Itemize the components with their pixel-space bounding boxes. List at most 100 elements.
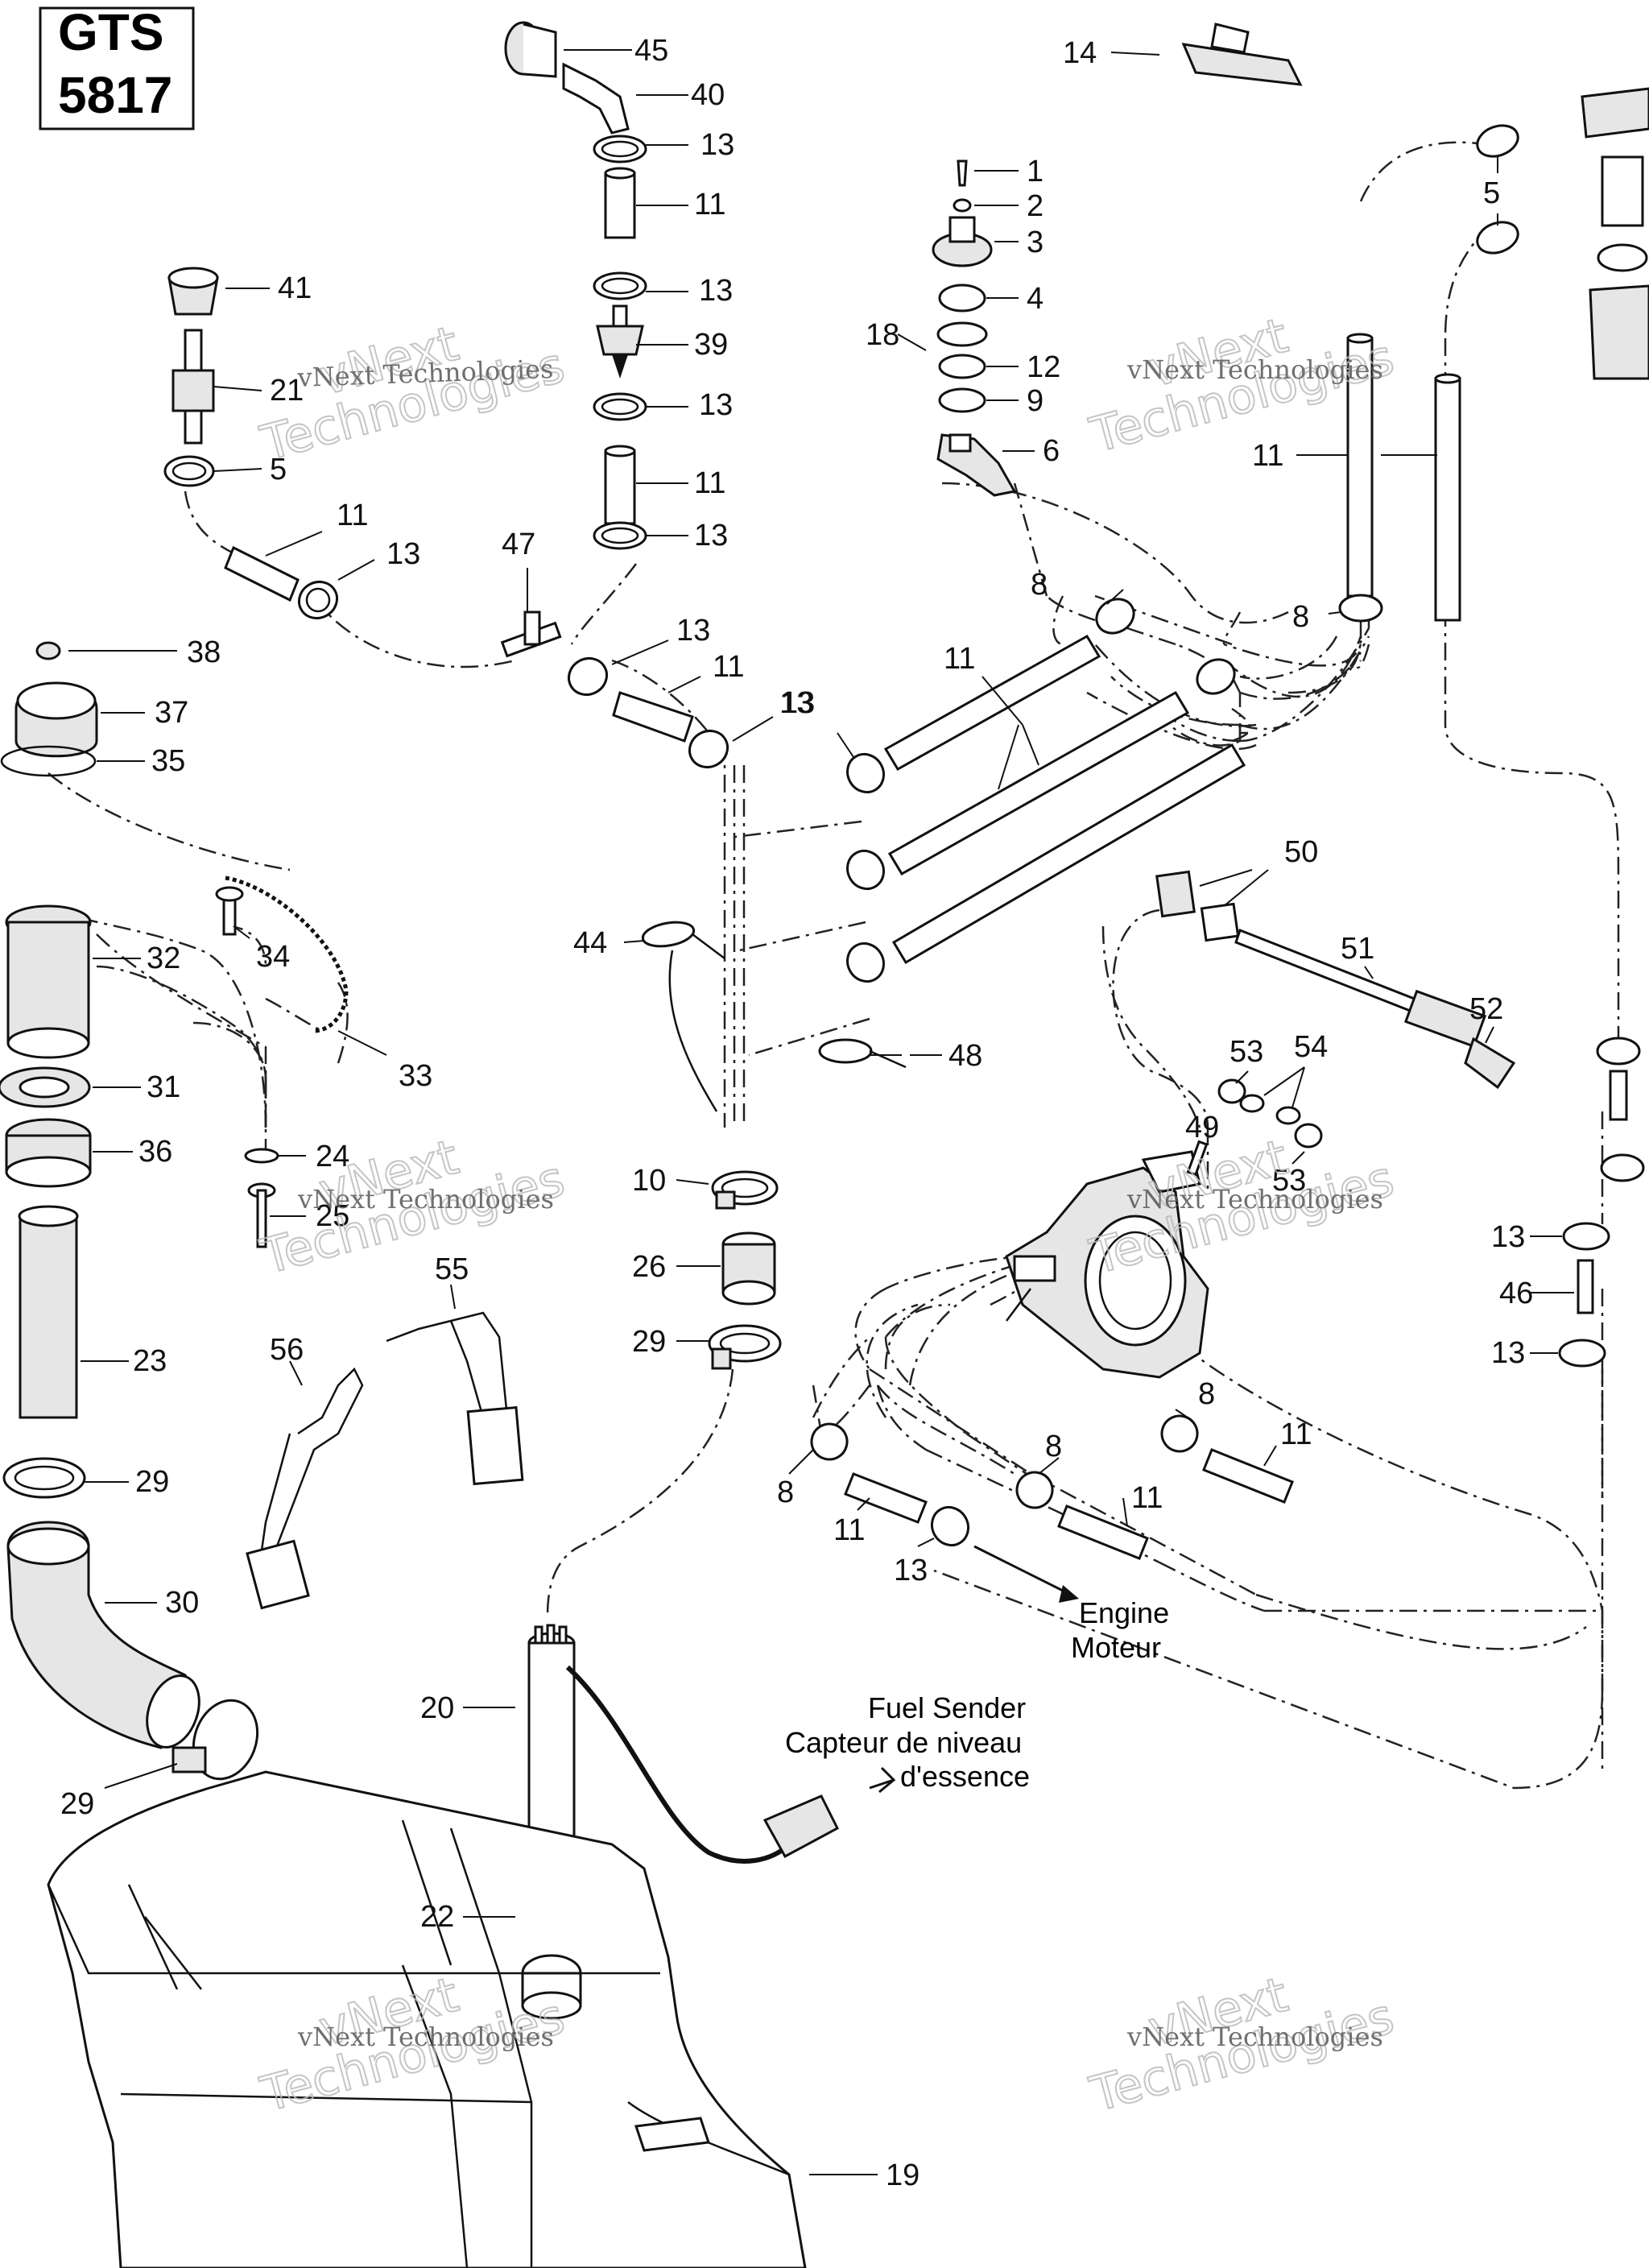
part-6-valve [936,433,1017,497]
watermark-text-3: vNext Technologies [297,1184,554,1215]
callout-54: 54 [1294,1030,1328,1064]
callout-8-d: 8 [1045,1430,1062,1463]
fuel-sender-connector [763,1766,896,1859]
part-13-ring-d [593,521,647,550]
callout-6: 6 [1043,434,1060,468]
callout-11-c: 11 [337,499,368,532]
callout-8-b: 8 [1292,600,1309,634]
callout-5-a: 5 [270,453,287,486]
part-33-chain [225,875,349,1033]
callout-13-b: 13 [699,274,733,308]
callout-11-f: 11 [944,642,975,676]
part-8-clamp-right [1338,594,1383,623]
callout-40: 40 [691,78,725,112]
callout-53-b: 53 [1272,1164,1306,1198]
part-52-knob [1403,989,1516,1090]
callout-8-c: 8 [1198,1377,1215,1411]
watermark-text-4: vNext Technologies [1126,1184,1383,1215]
part-32-filler-neck [5,904,92,1059]
part-fitting-right [1609,1070,1628,1121]
part-4-nut [938,284,986,312]
callout-13-j: 13 [1491,1336,1525,1370]
callout-13-low: 13 [894,1554,928,1587]
callout-11-b: 11 [694,466,725,500]
callout-20: 20 [420,1691,454,1725]
part-11-hose-top [604,167,636,239]
callout-46: 46 [1499,1277,1533,1310]
callout-44: 44 [573,926,607,960]
callout-24: 24 [316,1140,349,1173]
callout-11-low: 11 [833,1513,865,1547]
part-13-ring-e [567,656,609,697]
part-13-ring-right-d [1558,1339,1606,1368]
part-11-hose-e [612,691,694,743]
part-8-clamp-low-a [810,1422,849,1461]
callout-13-e: 13 [386,537,420,571]
callout-45: 45 [634,34,668,68]
callout-29-c: 29 [632,1325,666,1359]
part-11-hose-low-b [1057,1504,1149,1560]
callout-33: 33 [399,1059,432,1093]
part-56-strap [246,1367,364,1610]
part-29-clamp-tank [172,1699,259,1781]
note-sender-en: Fuel Sender [868,1691,1026,1724]
note-engine-en: Engine [1079,1596,1169,1629]
part-8-clamp-center-a [1095,598,1135,635]
watermark-text-6: vNext Technologies [1126,2022,1383,2052]
callout-9: 9 [1027,384,1044,418]
callout-11-g: 11 [1280,1418,1312,1451]
callout-19: 19 [886,2158,920,2192]
callout-48: 48 [948,1039,982,1073]
part-11-hose-right-b [1434,373,1461,622]
callout-11-h: 11 [1131,1481,1163,1515]
callout-32: 32 [147,942,180,975]
part-13-ring-center-c [845,942,886,983]
part-5-ring-left [163,455,215,487]
part-filter-housing [1581,87,1649,380]
part-44-tie [641,921,725,1112]
part-23-vent-tube [18,1205,79,1419]
callout-47: 47 [502,528,535,561]
part-8-clamp-low-c [1160,1414,1199,1453]
title-box: GTS 5817 [39,3,195,130]
part-18-washer [936,321,988,347]
callout-39: 39 [694,328,728,362]
part-5-ring-top-right [1476,124,1519,255]
part-19-fuel-tank [47,1770,807,2268]
callout-12: 12 [1027,350,1060,384]
part-3-cap [932,216,993,267]
part-13-ring-right-a [1596,1037,1641,1066]
part-50-plates [1155,870,1240,942]
part-2-washer [953,198,972,213]
callout-37: 37 [155,696,188,730]
callout-49: 49 [1185,1111,1219,1144]
part-13-ring-left [297,580,339,620]
part-35-o-ring [0,745,97,777]
callout-23: 23 [133,1344,167,1378]
part-21-filter [172,329,215,445]
part-13-ring-center-a [845,752,886,794]
callout-8-e: 8 [777,1475,794,1509]
leader-lines [68,49,1574,2175]
callout-41: 41 [278,271,312,305]
callout-1: 1 [1027,155,1044,188]
callout-21: 21 [270,374,304,408]
part-45-cap [504,21,557,78]
callout-55: 55 [435,1252,469,1286]
callout-36: 36 [138,1135,172,1169]
part-13-ring-f [688,729,729,769]
part-48-tie [818,1038,907,1069]
callout-10: 10 [632,1164,666,1198]
part-11-hose-low-a [844,1472,928,1524]
callout-13-h: 13 [781,686,815,720]
part-11-hose-diag-1 [883,634,1101,772]
part-49-screw [1186,1140,1209,1177]
title-line2: 5817 [58,66,172,124]
part-38-cap [35,641,61,660]
callout-18: 18 [866,318,899,352]
callout-13-i: 13 [1491,1220,1525,1254]
part-53-nut-a [1217,1078,1246,1104]
part-54-washers [1239,1094,1301,1125]
engine-arrow [973,1545,1079,1603]
